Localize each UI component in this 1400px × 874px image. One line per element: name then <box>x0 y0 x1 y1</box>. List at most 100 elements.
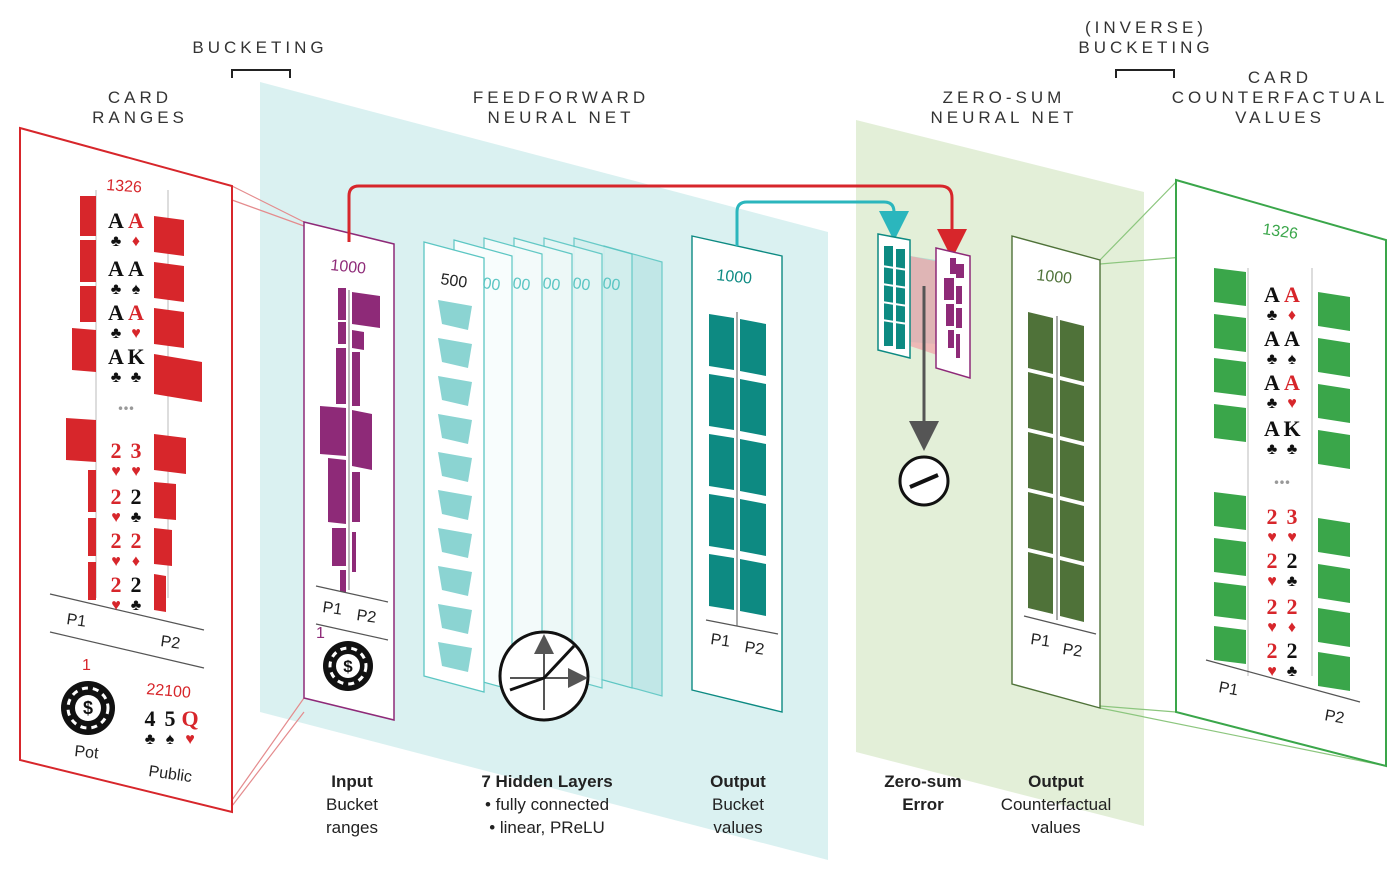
right-hand-card-rank: 2 <box>1267 504 1278 529</box>
right-hand-card-rank: 2 <box>1267 548 1278 573</box>
left-hand-card-suit: ♠ <box>132 281 141 298</box>
public-card-suit: ♥ <box>185 731 195 748</box>
left-hand-card-rank: 2 <box>131 528 142 553</box>
public-cards: 4♣5♠Q♥ <box>145 706 199 748</box>
public-card-rank: Q <box>181 706 198 731</box>
right-hand-card-rank: A <box>1264 282 1280 307</box>
svg-text:$: $ <box>83 698 93 718</box>
public-card-suit: ♣ <box>145 731 156 748</box>
zero-sum-title-line-1: ZERO-SUM <box>942 88 1066 107</box>
output-bucket-caption-line-2: values <box>713 818 763 837</box>
svg-text:$: $ <box>343 657 353 676</box>
bucket-values-arrow <box>735 200 909 246</box>
right-hand-card-suit: ♥ <box>1287 529 1297 546</box>
output-cf-count: 1000 <box>1036 267 1073 288</box>
input-p2-label: P2 <box>355 607 377 627</box>
left-hand-card-suit: ♥ <box>111 553 121 570</box>
right-hand-card-rank: 2 <box>1287 594 1298 619</box>
zero-sum-background-panel <box>856 120 1144 826</box>
feedforward-title-line-1: FEEDFORWARD <box>472 88 650 107</box>
right-hand-card-rank: A <box>1264 416 1280 441</box>
right-hand-card-rank: K <box>1283 416 1300 441</box>
hidden-caption-line-1: • fully connected <box>484 795 610 814</box>
pot-value: 1 <box>82 657 91 674</box>
right-hand-card-suit: ♣ <box>1267 441 1278 458</box>
left-hand-card-rank: A <box>108 256 124 281</box>
right-hand-card-rank: A <box>1264 326 1280 351</box>
output-bucket-p1-label: P1 <box>709 631 731 651</box>
right-hand-card-suit: ♥ <box>1287 395 1297 412</box>
left-hand-card-rank: K <box>127 344 144 369</box>
zero-sum-title-line-2: NEURAL NET <box>930 108 1078 127</box>
card-cf-p1-label: P1 <box>1217 679 1239 699</box>
input-p1-label: P1 <box>321 599 343 619</box>
left-hand-card-rank: 2 <box>111 484 122 509</box>
hidden-layer-count: 500 <box>439 271 468 292</box>
card-range-bars <box>66 196 202 612</box>
right-hand-card-suit: ♣ <box>1267 395 1278 412</box>
right-hand-card-rank: 2 <box>1267 594 1278 619</box>
left-hand-card-suit: ♥ <box>131 325 141 342</box>
right-hand-card-suit: ♦ <box>1288 307 1296 324</box>
card-ranges-title: CARD RANGES <box>80 88 200 128</box>
input-pot-value: 1 <box>316 625 325 642</box>
zero-sum-net-title: ZERO-SUM NEURAL NET <box>912 88 1096 128</box>
inverse-bucketing-line-1: (INVERSE) <box>1085 18 1207 37</box>
public-card-suit: ♠ <box>166 731 175 748</box>
hidden-layer-partial-6: 00 <box>601 275 621 294</box>
output-cf-caption-title: Output <box>1028 772 1084 791</box>
input-caption-line-1: Bucket <box>326 795 378 814</box>
right-hand-card-suit: ♣ <box>1267 351 1278 368</box>
input-caption-title: Input <box>331 772 373 791</box>
left-hand-card-rank: 3 <box>131 438 142 463</box>
left-hand-ellipsis: ... <box>118 390 135 415</box>
input-caption-line-2: ranges <box>326 818 378 837</box>
output-bucket-cells <box>709 314 766 616</box>
output-cf-caption: Output Counterfactual values <box>994 770 1118 839</box>
card-cf-title-line-2: COUNTERFACTUAL <box>1171 88 1389 107</box>
output-bucket-count: 1000 <box>716 267 753 288</box>
output-cf-p2-label: P2 <box>1061 641 1083 661</box>
output-cf-p1-label: P1 <box>1029 631 1051 651</box>
left-hand-card-rank: 2 <box>131 484 142 509</box>
card-cf-p2-label: P2 <box>1323 707 1345 727</box>
right-hand-card-suit: ♥ <box>1267 529 1277 546</box>
right-hand-card-rank: A <box>1264 370 1280 395</box>
input-bucket-bars <box>320 288 380 592</box>
hidden-layer-cells <box>438 300 472 672</box>
projection-lines-left <box>231 185 305 807</box>
pot-label: Pot <box>74 743 100 762</box>
right-hand-card-rank: 2 <box>1287 548 1298 573</box>
card-ranges-p1-label: P1 <box>65 611 87 631</box>
output-counterfactual-cells <box>1028 312 1084 622</box>
zero-sum-caption-title: Zero-sum <box>884 772 962 791</box>
output-bucket-caption-line-1: Bucket <box>712 795 764 814</box>
right-hand-card-suit: ♣ <box>1287 441 1298 458</box>
public-card-rank: 4 <box>145 706 156 731</box>
public-count: 22100 <box>146 681 192 702</box>
left-hand-card-suit: ♣ <box>131 597 142 614</box>
left-hand-card-rank: A <box>128 208 144 233</box>
right-hand-card-rank: A <box>1284 282 1300 307</box>
card-ranges-count: 1326 <box>106 177 143 196</box>
bucketing-bracket <box>231 69 291 78</box>
left-hand-card-rank: 2 <box>111 572 122 597</box>
feedforward-title: FEEDFORWARD NEURAL NET <box>456 88 666 128</box>
right-hand-card-rank: A <box>1284 326 1300 351</box>
left-hand-card-rank: A <box>128 256 144 281</box>
hidden-layer-partial-4: 00 <box>541 275 561 294</box>
output-bucket-p2-label: P2 <box>743 639 765 659</box>
card-ranges-p2-label: P2 <box>159 633 181 653</box>
left-hand-card-suit: ♣ <box>111 369 122 386</box>
right-hand-card-suit: ♥ <box>1267 573 1277 590</box>
left-hand-card-suit: ♥ <box>111 509 121 526</box>
left-hand-card-rank: 2 <box>111 528 122 553</box>
zero-sum-bucket-values-panel <box>877 233 911 359</box>
hidden-layer-partial-5: 00 <box>571 275 591 294</box>
right-hand-card-suit: ♣ <box>1287 573 1298 590</box>
card-ranges-title-line-2: RANGES <box>92 108 188 127</box>
card-counterfactual-bars <box>1214 268 1350 691</box>
hidden-caption-line-2: • linear, PReLU <box>489 818 605 837</box>
